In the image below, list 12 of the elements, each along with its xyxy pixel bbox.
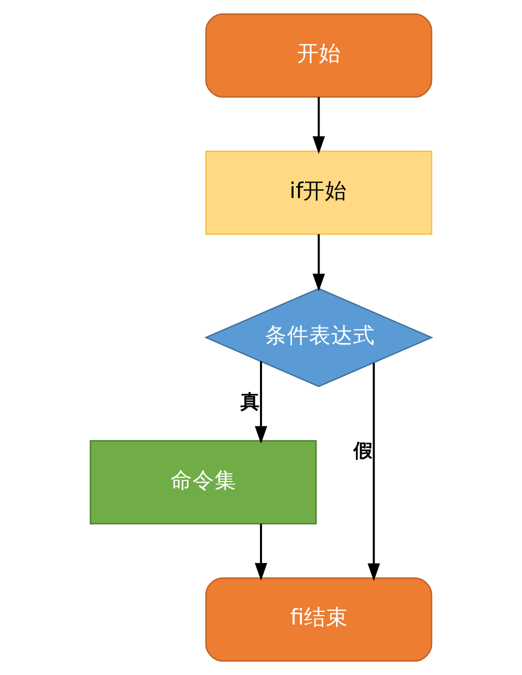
node-box: if开始 bbox=[205, 150, 432, 235]
node-box: 开始 bbox=[205, 13, 432, 98]
arrow bbox=[312, 234, 325, 292]
edge-label: 假 bbox=[353, 440, 372, 462]
arrow bbox=[368, 363, 380, 582]
node-box: fi结束 bbox=[205, 577, 432, 662]
arrow bbox=[254, 524, 268, 581]
node-diamond: 条件表达式 bbox=[204, 288, 434, 388]
node-box: 命令集 bbox=[90, 440, 317, 524]
arrow bbox=[254, 361, 268, 444]
arrow bbox=[312, 97, 325, 154]
edge-label: 真 bbox=[240, 391, 260, 414]
